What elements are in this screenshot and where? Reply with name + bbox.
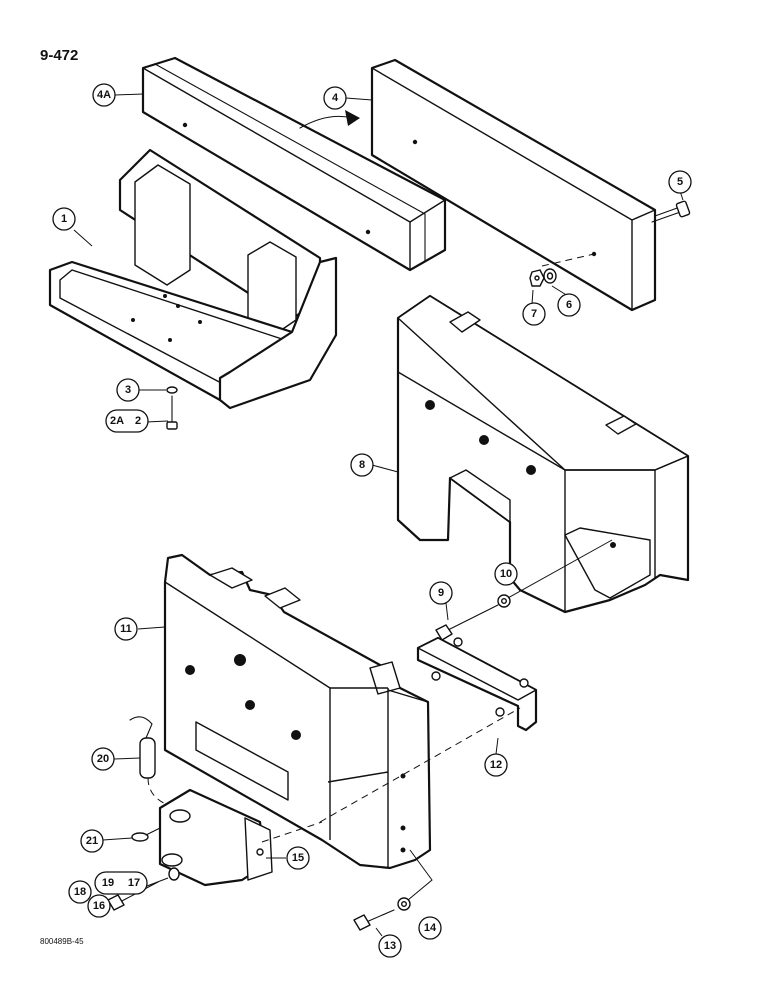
- callout-2a-2: 2A 2: [105, 409, 149, 433]
- arrow-curve: [299, 110, 360, 129]
- svg-text:8: 8: [359, 459, 365, 471]
- page-number: 9-472: [40, 47, 78, 64]
- svg-text:3: 3: [125, 384, 131, 396]
- callout-19-17: 19 17: [94, 871, 148, 895]
- leader-lines: [73, 93, 684, 937]
- svg-text:15: 15: [292, 852, 304, 864]
- assembly-line-13: [407, 849, 433, 901]
- callout-9: 9: [429, 581, 453, 605]
- svg-text:16: 16: [93, 900, 105, 912]
- assembly-line-5: [541, 253, 595, 267]
- callout-2: 2: [135, 415, 141, 427]
- callout-21: 21: [80, 829, 104, 853]
- callout-17: 17: [128, 877, 140, 889]
- assembly-line-12: [319, 707, 521, 823]
- callout-13: 13: [378, 934, 402, 958]
- svg-text:12: 12: [490, 759, 502, 771]
- callout-2a: 2A: [110, 415, 124, 427]
- callout-20: 20: [91, 747, 115, 771]
- callout-12: 12: [484, 753, 508, 777]
- part-17-washer: [168, 867, 180, 881]
- part-5-bolt: [651, 200, 691, 223]
- callout-19: 19: [102, 877, 114, 889]
- svg-text:13: 13: [384, 940, 396, 952]
- callout-5: 5: [668, 170, 692, 194]
- svg-text:18: 18: [74, 886, 86, 898]
- callout-15: 15: [286, 846, 310, 870]
- part-20-pin: [129, 716, 156, 779]
- svg-text:4: 4: [332, 92, 339, 104]
- svg-text:21: 21: [86, 835, 98, 847]
- part-11-main-weight: [163, 553, 432, 870]
- callout-6: 6: [557, 293, 581, 317]
- part-10-washer: [497, 594, 511, 608]
- callout-8: 8: [350, 453, 374, 477]
- callout-4: 4: [323, 86, 347, 110]
- part-2-bolt: [166, 395, 178, 430]
- callout-3: 3: [116, 378, 140, 402]
- svg-text:1: 1: [61, 213, 67, 225]
- part-14-washer: [397, 897, 411, 911]
- callout-14: 14: [418, 916, 442, 940]
- part-4-weight-plate: [370, 58, 657, 312]
- svg-text:4A: 4A: [97, 89, 111, 101]
- part-6-washer: [543, 268, 557, 284]
- part-3-washer: [166, 386, 178, 394]
- part-4a-top-weight: [141, 56, 447, 272]
- svg-text:20: 20: [97, 753, 109, 765]
- svg-text:6: 6: [566, 299, 572, 311]
- figure-code: 800489B-45: [40, 937, 84, 946]
- part-15-hitch: [158, 788, 273, 887]
- callout-11: 11: [114, 617, 138, 641]
- callout-7: 7: [522, 302, 546, 326]
- callout-10: 10: [494, 562, 518, 586]
- callout-18-16: 18 16: [68, 880, 111, 918]
- svg-text:10: 10: [500, 568, 512, 580]
- part-8-counterweight: [396, 294, 690, 614]
- svg-text:14: 14: [424, 922, 437, 934]
- svg-text:9: 9: [438, 587, 444, 599]
- svg-text:11: 11: [120, 623, 132, 635]
- part-7-nut: [529, 269, 545, 287]
- part-9-bolt: [435, 604, 499, 641]
- part-1-tray: [48, 148, 338, 410]
- svg-text:5: 5: [677, 176, 683, 188]
- svg-text:7: 7: [531, 308, 537, 320]
- callout-4a: 4A: [92, 83, 116, 107]
- assembly-line-9: [507, 539, 613, 599]
- part-12-bracket: [416, 636, 538, 732]
- part-13-bolt: [353, 909, 395, 931]
- callout-1: 1: [52, 207, 76, 231]
- assembly-line-15: [261, 821, 323, 843]
